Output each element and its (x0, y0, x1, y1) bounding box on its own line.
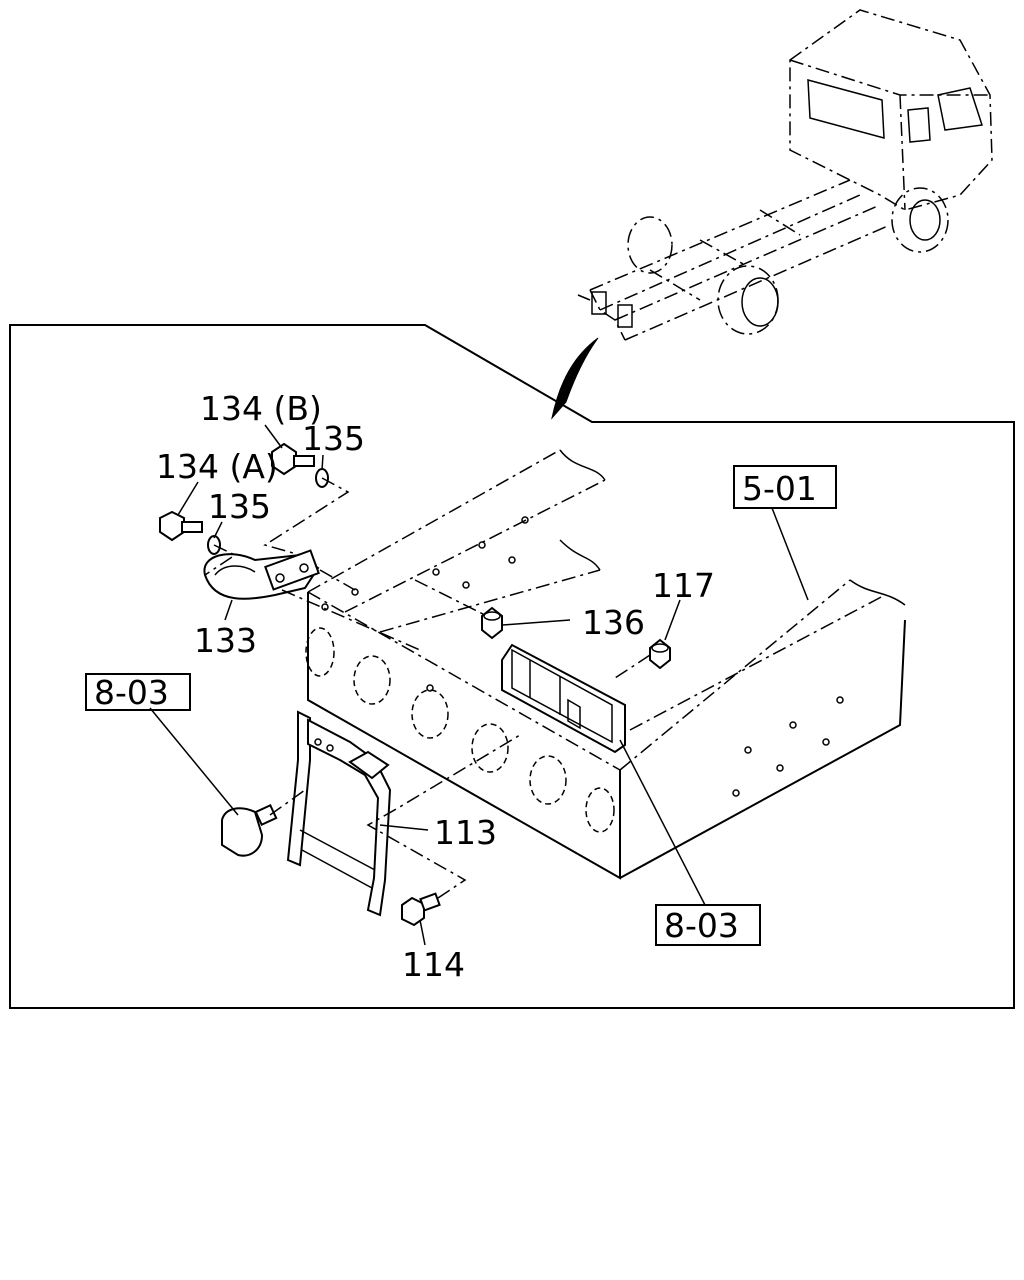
tow-hook (203, 549, 320, 600)
callout-133: 133 (194, 621, 257, 660)
rear-combination-lamp (501, 643, 626, 754)
bolt-114 (401, 892, 441, 927)
callout-135a: 135 (302, 419, 365, 458)
license-bracket (286, 710, 392, 917)
ref-803-left: 8-03 (94, 673, 169, 712)
truck-overview (577, 9, 993, 341)
ref-501: 5-01 (742, 469, 817, 508)
ref-box-803-left (85, 673, 191, 711)
callout-136: 136 (582, 603, 645, 642)
ref-box-803-right (655, 904, 761, 946)
ref-803-right: 8-03 (664, 906, 739, 945)
nut-117 (649, 638, 671, 670)
callout-135b: 135 (208, 487, 271, 526)
ref-box-501 (733, 465, 837, 509)
detail-pointer-arrow (551, 337, 599, 420)
nut-136 (481, 606, 503, 640)
license-lamp (221, 803, 278, 857)
callout-117: 117 (652, 566, 715, 605)
frame-rail (305, 449, 906, 880)
callout-134b: 134 (B) (200, 389, 322, 428)
bolt-134a (159, 510, 203, 542)
bolt-134b (271, 442, 315, 476)
callout-113: 113 (434, 813, 497, 852)
callout-134a: 134 (A) (156, 447, 278, 486)
callout-114: 114 (402, 945, 465, 984)
detail-frame (9, 324, 1015, 1009)
